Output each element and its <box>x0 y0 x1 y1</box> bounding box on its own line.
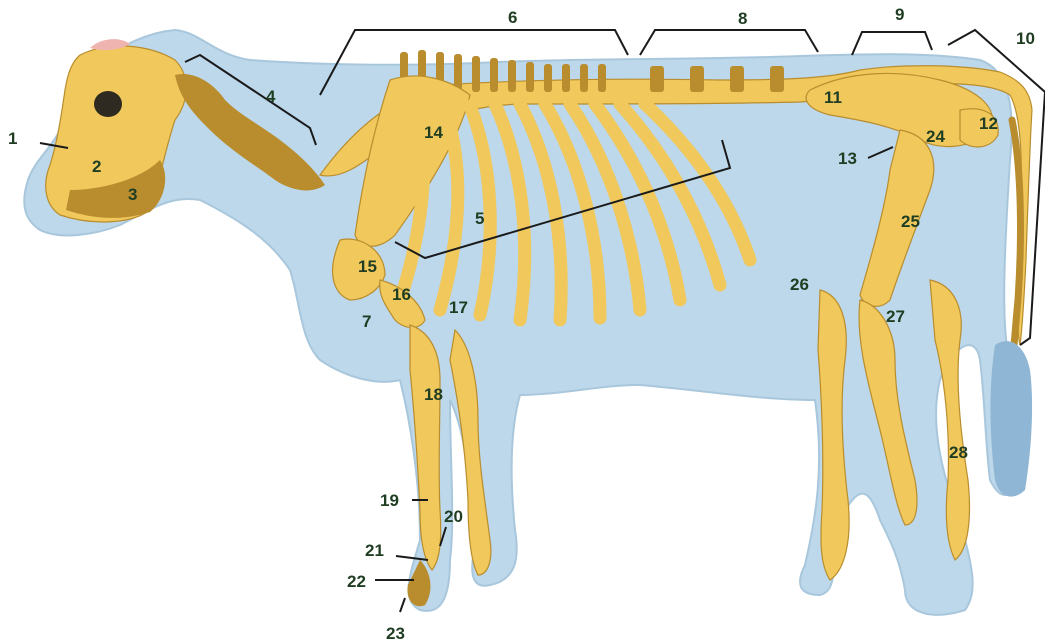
tail <box>1012 120 1020 345</box>
label-9: 9 <box>895 6 904 23</box>
label-13: 13 <box>838 150 857 167</box>
bracket-9 <box>852 32 932 55</box>
label-6: 6 <box>508 9 517 26</box>
label-28: 28 <box>949 444 968 461</box>
label-25: 25 <box>901 213 920 230</box>
label-5: 5 <box>475 210 484 227</box>
label-15: 15 <box>358 258 377 275</box>
label-4: 4 <box>266 88 275 105</box>
tail-switch <box>990 341 1032 496</box>
label-19: 19 <box>380 492 399 509</box>
label-17: 17 <box>449 299 468 316</box>
label-18: 18 <box>424 386 443 403</box>
label-2: 2 <box>92 158 101 175</box>
label-23: 23 <box>386 625 405 642</box>
label-21: 21 <box>365 542 384 559</box>
label-12: 12 <box>979 115 998 132</box>
label-26: 26 <box>790 276 809 293</box>
leader-23 <box>400 598 405 612</box>
label-11: 11 <box>824 89 842 106</box>
label-27: 27 <box>886 308 905 325</box>
eye-socket <box>94 91 122 117</box>
bracket-8 <box>640 30 818 55</box>
label-22: 22 <box>347 573 366 590</box>
label-10: 10 <box>1016 30 1035 47</box>
label-7: 7 <box>362 313 371 330</box>
label-3: 3 <box>128 186 137 203</box>
label-16: 16 <box>392 286 411 303</box>
label-20: 20 <box>444 508 463 525</box>
label-1: 1 <box>8 130 17 147</box>
label-8: 8 <box>738 10 747 27</box>
label-14: 14 <box>424 124 443 141</box>
label-24: 24 <box>926 128 945 145</box>
